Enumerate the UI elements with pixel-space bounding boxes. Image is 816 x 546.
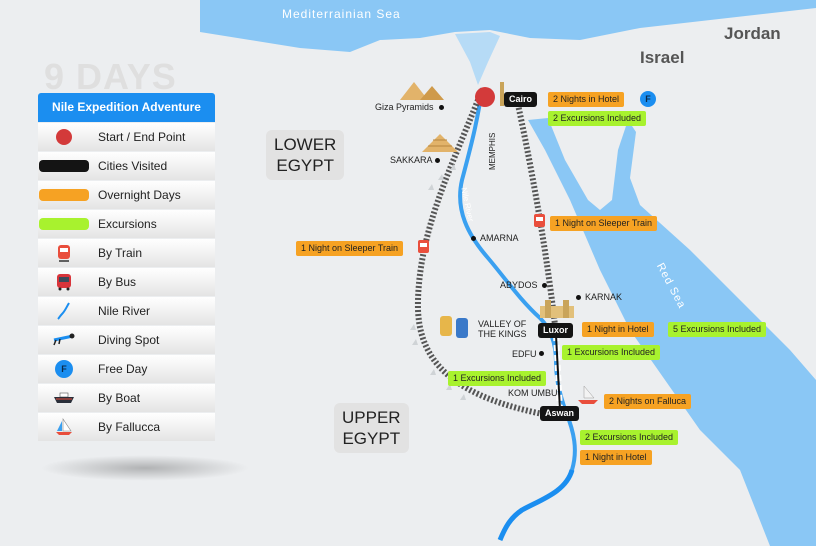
sailboat-icon — [38, 418, 90, 436]
cairo-obelisk-icon — [500, 82, 504, 106]
cairo-city: Cairo — [504, 92, 538, 107]
legend-row-bus: By Bus — [38, 268, 215, 296]
region-line: LOWER — [274, 135, 337, 154]
legend-label: Free Day — [98, 362, 148, 376]
region-line: UPPER — [342, 408, 401, 427]
legend-title: Nile Expedition Adventure — [38, 93, 215, 122]
legend-row-boat: By Boat — [38, 384, 215, 412]
train-route-right — [514, 99, 558, 326]
karnak-temple-icon — [540, 300, 574, 318]
edfu-dot — [539, 351, 544, 356]
cairo-nights-tag: 2 Nights in Hotel — [548, 92, 625, 107]
legend-row-overnight: Overnight Days — [38, 181, 215, 209]
sleeper-right-tag: 1 Night on Sleeper Train — [550, 216, 658, 231]
sakkara-dot — [435, 158, 440, 163]
train-icon-right — [534, 214, 545, 227]
legend-label: Cities Visited — [98, 159, 168, 173]
karnak-label: KARNAK — [585, 292, 623, 302]
green-bar-icon — [38, 217, 90, 231]
sakkara-pyramid-icon — [422, 134, 458, 152]
aswan-city: Aswan — [540, 406, 580, 421]
komumbu-label: KOM UMBU — [508, 388, 558, 398]
legend-label: By Boat — [98, 391, 141, 405]
mediterranean-sea — [200, 0, 816, 52]
free-day-icon: F — [38, 360, 90, 378]
memphis-label: MEMPHIS — [488, 132, 497, 170]
luxor-night-tag: 1 Night in Hotel — [582, 322, 654, 337]
luxor-excursions-tag: 5 Excursions Included — [668, 322, 767, 337]
lower-egypt-region: LOWER EGYPT — [266, 130, 345, 180]
orange-bar-icon — [38, 188, 90, 202]
legend-shadow — [40, 455, 250, 481]
legend-row-train: By Train — [38, 239, 215, 267]
amarna-dot — [471, 236, 476, 241]
israel-label: Israel — [640, 48, 685, 67]
jordan-label: Jordan — [724, 24, 781, 43]
legend-label: Nile River — [98, 304, 151, 318]
legend-row-free: F Free Day — [38, 355, 215, 383]
abydos-label: ABYDOS — [500, 280, 538, 290]
lake-nasser — [497, 469, 575, 541]
bus-icon — [38, 273, 90, 291]
legend-label: Diving Spot — [98, 333, 160, 347]
upper-egypt-region: UPPER EGYPT — [334, 403, 409, 453]
start-end-point — [475, 87, 495, 107]
cairo-excursions-tag: 2 Excursions Included — [548, 111, 647, 126]
red-circle-icon — [38, 128, 90, 146]
region-line: EGYPT — [276, 156, 334, 175]
legend-label: By Fallucca — [98, 420, 161, 434]
mediterranean-label: Mediterrainian Sea — [282, 7, 401, 21]
sakkara-label: SAKKARA — [390, 155, 433, 165]
free-day-marker: F — [640, 91, 656, 107]
sleeper-left-tag: 1 Night on Sleeper Train — [296, 241, 404, 256]
edfu-label: EDFU — [512, 349, 537, 359]
nile-delta — [455, 32, 500, 85]
legend-label: Excursions — [98, 217, 157, 231]
giza-label: Giza Pyramids — [375, 102, 434, 112]
falucca-icon — [578, 385, 598, 404]
train-route-left — [414, 98, 566, 421]
region-line: EGYPT — [342, 429, 401, 448]
river-icon — [38, 302, 90, 320]
diver-icon — [38, 332, 90, 348]
legend-row-excursions: Excursions — [38, 210, 215, 238]
legend-label: By Bus — [98, 275, 137, 289]
aswan-night-tag: 1 Night in Hotel — [580, 450, 652, 465]
luxor-city: Luxor — [538, 323, 574, 338]
amarna-label: AMARNA — [480, 233, 519, 243]
aswan-falucca-tag: 2 Nights on Falluca — [604, 394, 692, 409]
giza-pyramids-icon — [400, 82, 444, 100]
train-icon — [38, 244, 90, 262]
abydos-dot — [542, 283, 547, 288]
boat-icon — [38, 391, 90, 405]
valley-label-1: VALLEY OF — [478, 319, 527, 329]
legend-row-diving: Diving Spot — [38, 326, 215, 354]
legend-label: Overnight Days — [98, 188, 181, 202]
boat-route-edge — [555, 334, 561, 411]
aswan-excursions-tag: 2 Excursions Included — [580, 430, 679, 445]
free-day-letter: F — [55, 360, 73, 378]
black-bar-icon — [38, 159, 90, 173]
valley-of-kings-icon — [440, 316, 468, 338]
train-icon-left — [418, 240, 429, 253]
legend-row-nile: Nile River — [38, 297, 215, 325]
legend-row-cities: Cities Visited — [38, 152, 215, 180]
karnak-dot — [576, 295, 581, 300]
edfu-excursions-tag: 1 Excursions Included — [562, 345, 661, 360]
legend-label: By Train — [98, 246, 143, 260]
komumbu-excursions-tag: 1 Excursions Included — [448, 371, 547, 386]
desert-marks — [410, 164, 466, 400]
days-title: 9 DAYS — [44, 56, 177, 97]
legend-row-fallucca: By Fallucca — [38, 413, 215, 441]
legend-label: Start / End Point — [98, 130, 186, 144]
legend-row-start: Start / End Point — [38, 123, 215, 151]
valley-label-2: THE KINGS — [478, 329, 527, 339]
legend-panel: Nile Expedition Adventure Start / End Po… — [38, 93, 215, 441]
giza-dot — [439, 105, 444, 110]
